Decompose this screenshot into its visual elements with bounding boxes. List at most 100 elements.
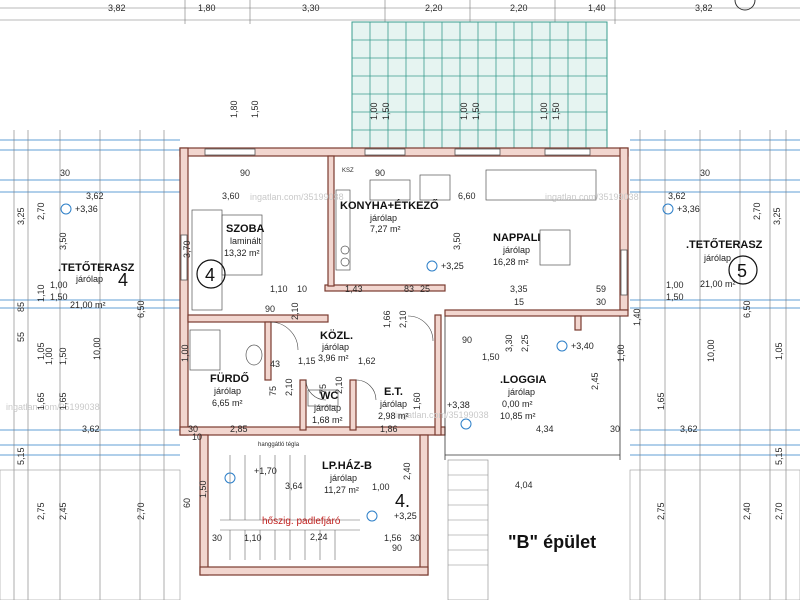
room-furdo: FÜRDŐ járólap 6,65 m² [210,372,250,408]
room-floor: járólap [502,245,530,255]
dim-k8: 1,60 [412,392,422,410]
room-et: E.T. járólap 2,98 m² [378,386,409,421]
dim-d8: 1,50 [551,102,561,120]
dim-k1: 43 [270,359,280,369]
room-name: .TETŐTERASZ [58,261,135,274]
dim-s2: 1,00 [372,482,390,492]
dim-L9: 2,70 [136,502,146,520]
level-markers: +3,36 +3,36 +3,25 +3,40 +3,38 +1,70 +3,2… [60,203,700,522]
dim-s5: 2,24 [310,532,328,542]
room-area: 3,96 m² [318,353,349,363]
dim-v6: 3,25 [772,207,782,225]
dim-R3: 1,40 [632,308,642,326]
dim-b3: 30 [188,424,198,434]
room-area: 21,00 m² [70,300,106,310]
dim-r4: 6,60 [458,191,476,201]
room-kozl: KÖZL. járólap 3,96 m² [318,329,353,363]
room-wc: WC járólap 1,68 m² [312,390,343,425]
loggia-stair [447,459,489,600]
dim-R6: 1,65 [656,392,666,410]
dim-b2: 2,85 [230,424,248,434]
room-dimensions: 90 90 KSZ 6,60 3,62 3,60 3,62 30 30 3,25… [16,168,784,553]
dim-k13: 1,00 [180,344,190,362]
dim-R9: 2,70 [774,502,784,520]
watermark-2: ingatlan.com/35199038 [545,192,639,202]
dim-m13: 30 [596,297,606,307]
windows [180,148,628,296]
dim-L7: 2,75 [36,502,46,520]
dim-m11: 1,66 [382,310,392,328]
dim-v1: 3,25 [16,207,26,225]
dim-L12: 6,50 [136,300,146,318]
unit-markers: 4 4 5 4. [118,255,758,511]
dim-R4: 10,00 [706,339,716,362]
room-teto-right: .TETŐTERASZ járólap 21,00 m² [686,238,763,289]
level-3: +3,25 [441,261,464,271]
level-6: +1,70 [254,466,277,476]
room-szoba: SZOBA laminált 13,32 m² [224,223,265,258]
dim-d6: 1,50 [471,102,481,120]
room-konyha: KONYHA+ÉTKEZŐ járólap 7,27 m² [340,199,439,234]
dim-b5: 4,34 [536,424,554,434]
room-area: 0,00 m² [502,399,533,409]
room-loggia: .LOGGIA járólap 0,00 m² 10,85 m² [500,374,547,421]
room-name: WC [320,390,338,402]
dim-m10: 2,10 [290,302,300,320]
dim-s8: 1,56 [384,533,402,543]
dim-L8: 2,45 [58,502,68,520]
dim-d1: 1,80 [229,100,239,118]
dim-v4: 3,70 [182,240,192,258]
dim-v2: 2,70 [36,202,46,220]
room-name: NAPPALI [493,232,540,244]
room-name: LP.HÁZ-B [322,459,372,472]
unit-number-4b: 4 [205,265,215,285]
top-dimension-chain: 3,82 1,80 3,30 2,20 2,20 1,40 3,82 [0,0,800,24]
room-floor: laminált [230,236,262,246]
dim-k10: 1,50 [482,352,500,362]
dim-r6: 3,60 [222,191,240,201]
room-area: 16,28 m² [493,257,529,267]
room-name: FÜRDŐ [210,372,250,385]
room-floor: járólap [75,274,103,284]
room-name: E.T. [384,386,403,398]
dim-v3: 3,50 [58,232,68,250]
room-floor: járólap [379,399,407,409]
dim-R8: 2,40 [742,502,752,520]
dim-L2: 1,50 [50,292,68,302]
dim-R12: 1,05 [774,342,784,360]
dim-R2: 1,50 [666,292,684,302]
wall-note: hanggátló tégla [258,442,300,448]
room-teto-left: .TETŐTERASZ járólap 21,00 m² [58,261,135,310]
level-4: +3,40 [571,341,594,351]
room-area-2: 10,85 m² [500,411,536,421]
dim-k5: 2,10 [284,378,294,396]
dim-v5: 3,50 [452,232,462,250]
dim-m5: 25 [420,284,430,294]
room-name: .LOGGIA [500,374,547,386]
dim-m7: 15 [514,297,524,307]
top-dim-7: 3,82 [695,3,713,13]
dim-d5: 1,00 [459,102,469,120]
building-label: "B" épület [508,532,596,552]
door-swings [269,315,434,401]
room-name: KONYHA+ÉTKEZŐ [340,199,439,212]
dim-b6: 3,62 [680,424,698,434]
dim-d7: 1,00 [539,102,549,120]
dim-s3: 2,40 [402,462,412,480]
dim-r3: KSZ [342,168,354,174]
level-1: +3,36 [75,204,98,214]
level-7: +3,25 [394,511,417,521]
dim-m1: 1,10 [270,284,288,294]
dim-b8: 30 [610,424,620,434]
room-floor: járólap [313,403,341,413]
dim-R1: 1,00 [666,280,684,290]
room-area: 13,32 m² [224,248,260,258]
dim-k2: 1,15 [298,356,316,366]
dim-L14: 85 [16,302,26,312]
dim-s7: 30 [212,533,222,543]
stair-note: hőszig. padlefjáró [262,516,341,527]
dim-L6: 1,65 [36,392,46,410]
dim-v7: 2,70 [752,202,762,220]
dim-k3: 1,62 [358,356,376,366]
top-dim-1: 3,82 [108,3,126,13]
